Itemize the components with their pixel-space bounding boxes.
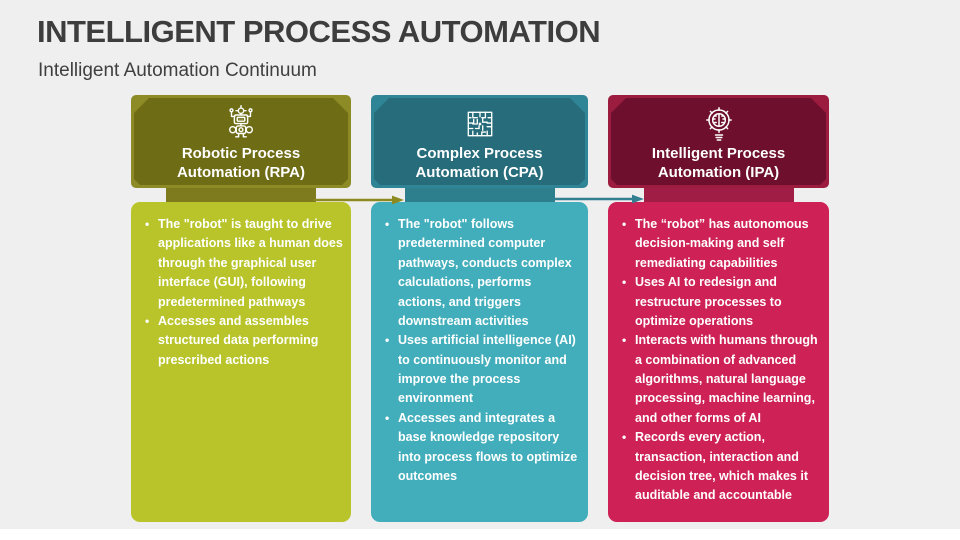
column-title-ipa: Intelligent Process Automation (IPA) <box>651 145 786 181</box>
bullet-item: Records every action, transaction, inter… <box>622 428 821 506</box>
column-header-cpa: Complex Process Automation (CPA) <box>371 95 588 188</box>
column-rpa: Robotic Process Automation (RPA) The "ro… <box>131 95 351 522</box>
column-body-rpa: The "robot" is taught to drive applicati… <box>131 202 351 522</box>
column-title-cpa: Complex Process Automation (CPA) <box>415 145 544 181</box>
bullet-list-rpa: The "robot" is taught to drive applicati… <box>131 202 351 370</box>
bullet-item: Uses artificial intelligence (AI) to con… <box>385 331 580 409</box>
column-header-tab <box>643 188 794 202</box>
column-ipa: Intelligent Process Automation (IPA) The… <box>608 95 829 522</box>
column-header-panel: Robotic Process Automation (RPA) <box>134 98 348 185</box>
column-header-panel: Complex Process Automation (CPA) <box>374 98 585 185</box>
rpa-to-cpa-arrow <box>314 192 404 205</box>
footer-strip <box>0 529 960 540</box>
page-subtitle: Intelligent Automation Continuum <box>38 60 317 81</box>
robot-icon <box>222 104 260 144</box>
gear-brain-icon <box>699 104 739 144</box>
bullet-list-ipa: The “robot” has autonomous decision-maki… <box>608 202 829 506</box>
bullet-item: The “robot” has autonomous decision-maki… <box>622 215 821 273</box>
bullet-item: The "robot" follows predetermined comput… <box>385 215 580 331</box>
bullet-list-cpa: The "robot" follows predetermined comput… <box>371 202 588 486</box>
column-cpa: Complex Process Automation (CPA) The "ro… <box>371 95 588 522</box>
bullet-item: Interacts with humans through a combinat… <box>622 331 821 428</box>
bullet-item: The "robot" is taught to drive applicati… <box>145 215 343 312</box>
column-header-panel: Intelligent Process Automation (IPA) <box>611 98 826 185</box>
bullet-item: Accesses and assembles structured data p… <box>145 312 343 370</box>
page-title: INTELLIGENT PROCESS AUTOMATION <box>37 14 601 49</box>
cpa-to-ipa-arrow <box>554 191 644 204</box>
column-header-rpa: Robotic Process Automation (RPA) <box>131 95 351 188</box>
column-body-ipa: The “robot” has autonomous decision-maki… <box>608 202 829 522</box>
maze-icon <box>462 104 498 144</box>
column-header-ipa: Intelligent Process Automation (IPA) <box>608 95 829 188</box>
column-header-tab <box>404 188 555 202</box>
bullet-item: Accesses and integrates a base knowledge… <box>385 409 580 487</box>
column-title-rpa: Robotic Process Automation (RPA) <box>176 145 306 181</box>
column-header-tab <box>166 188 316 202</box>
column-body-cpa: The "robot" follows predetermined comput… <box>371 202 588 522</box>
bullet-item: Uses AI to redesign and restructure proc… <box>622 273 821 331</box>
